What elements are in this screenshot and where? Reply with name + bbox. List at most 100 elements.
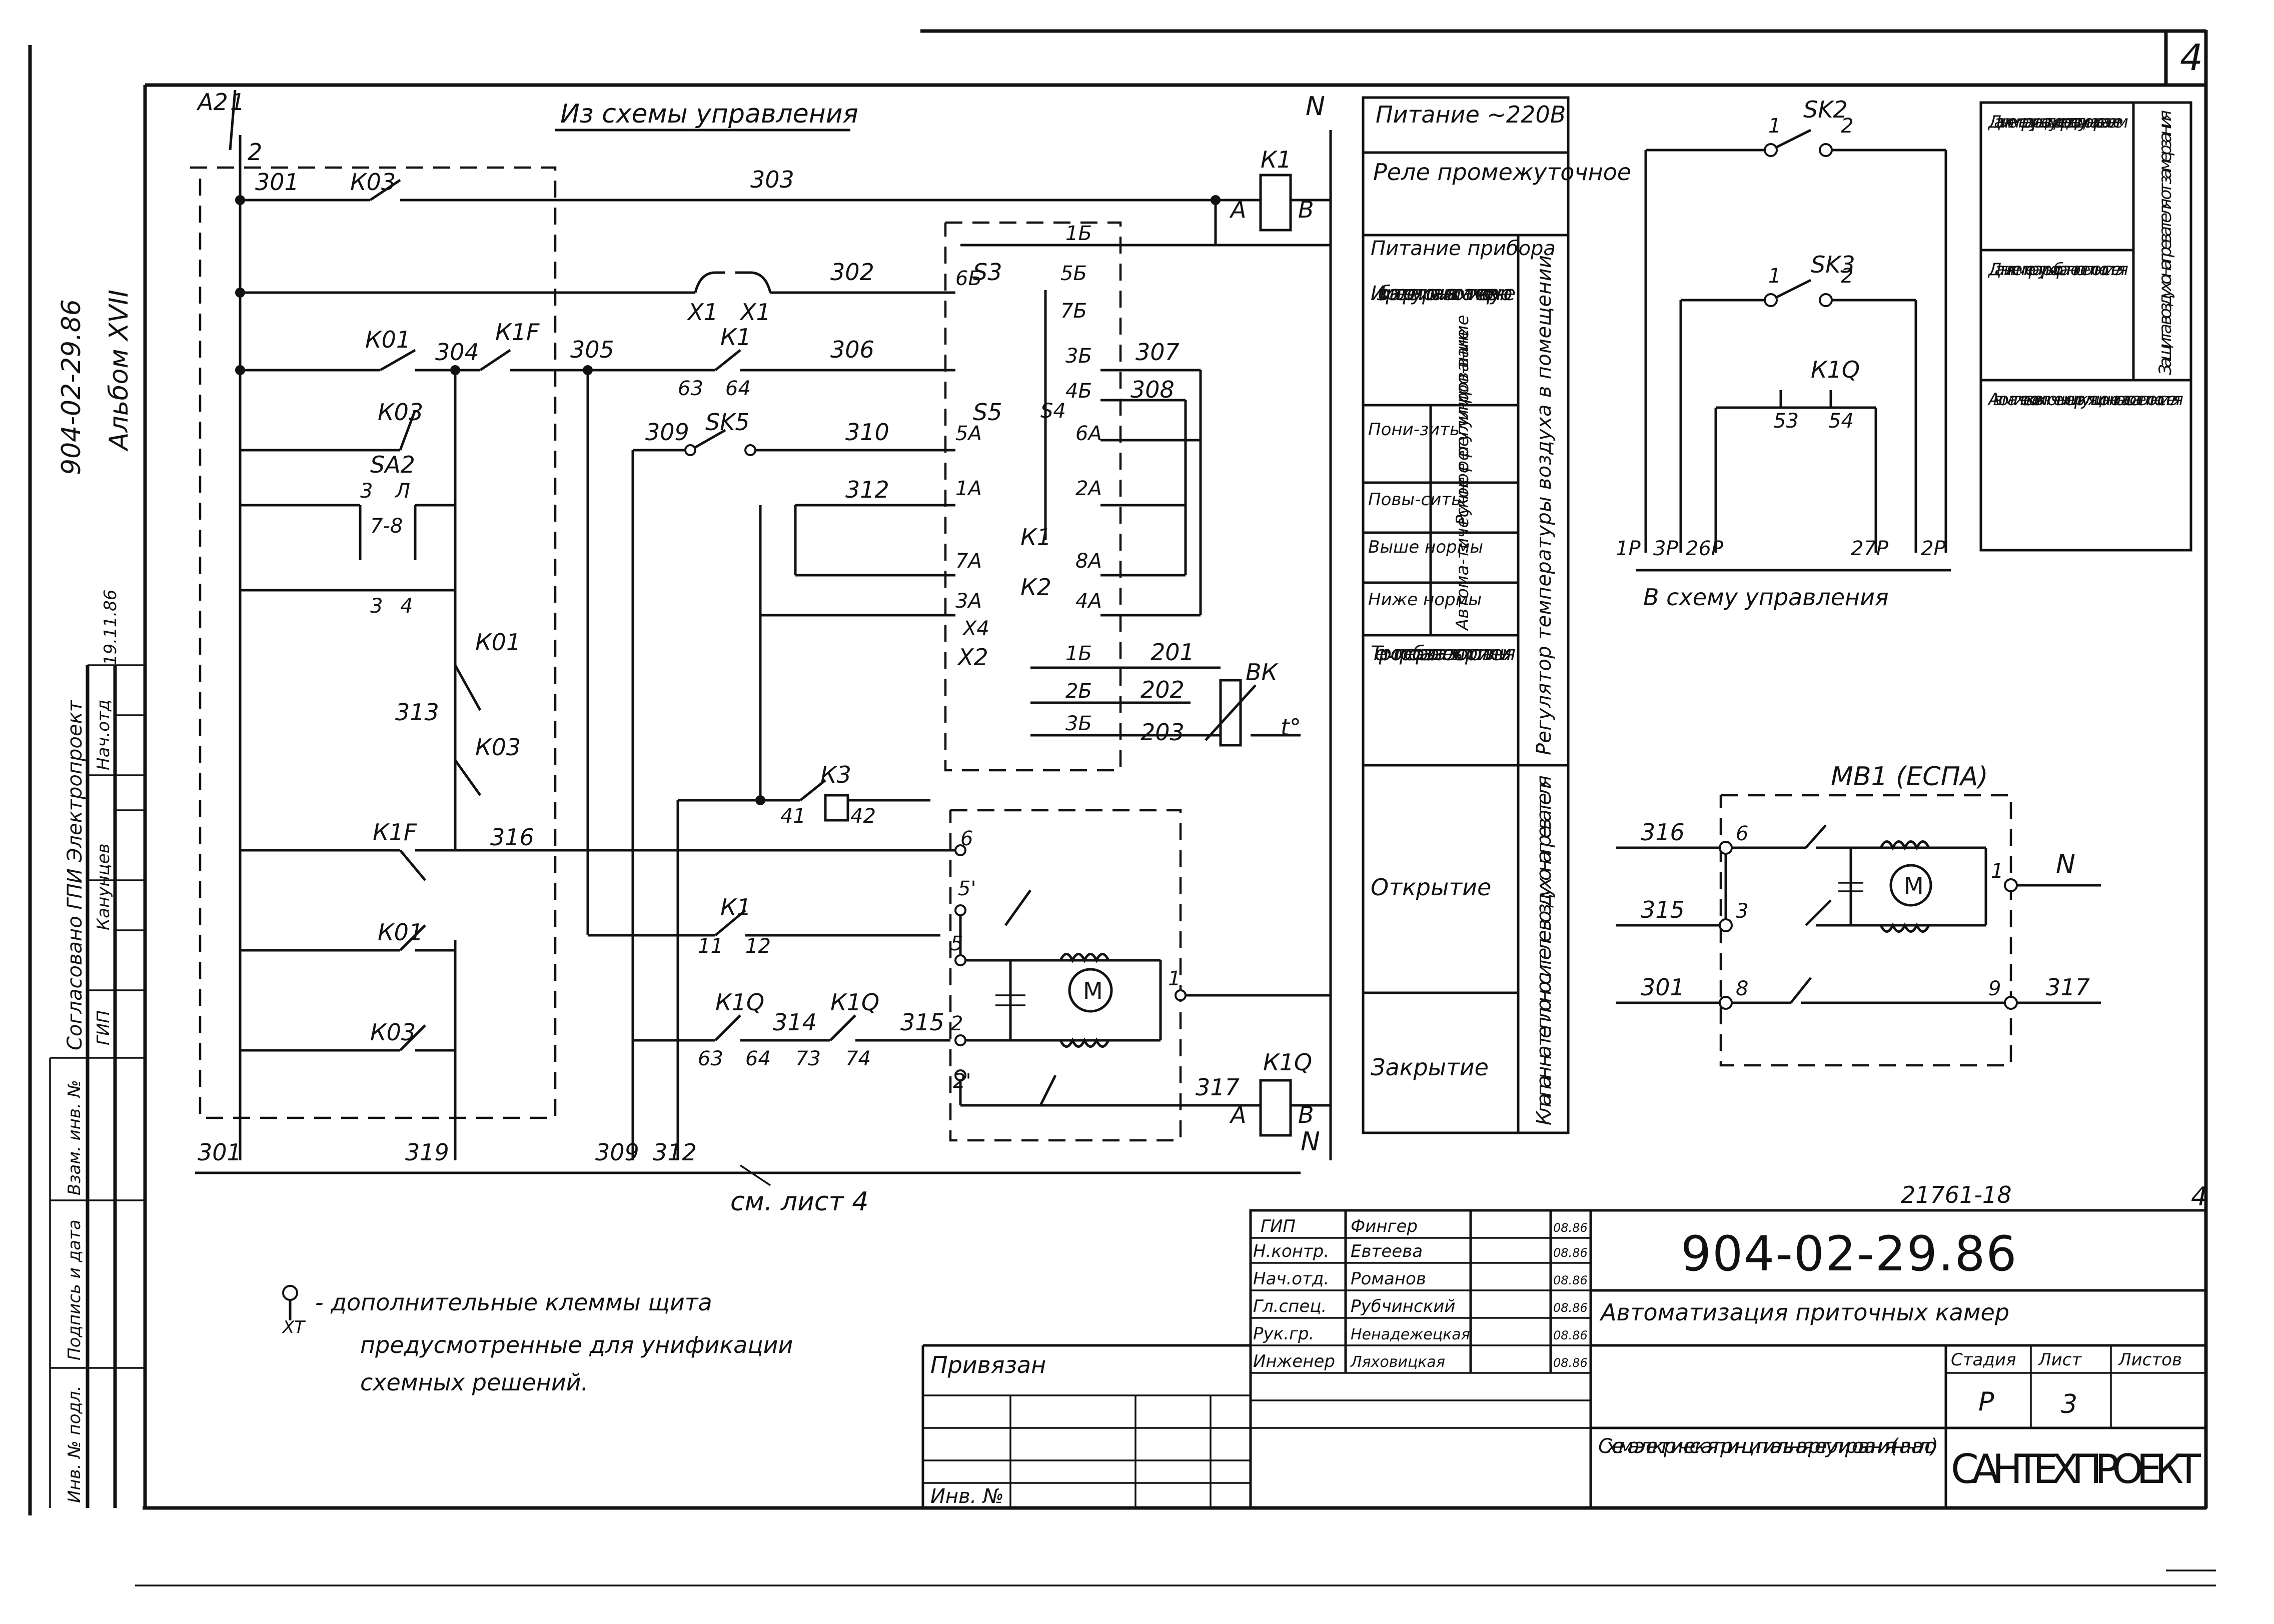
- bottom-wire-312: 312: [653, 1139, 697, 1166]
- k1-contact-7a: 7А: [955, 550, 982, 573]
- x2-contact-1b: 1Б: [1065, 642, 1092, 665]
- terminal-x4: X4: [962, 617, 989, 640]
- k1q-coil-b: B: [1298, 1101, 1314, 1128]
- bound-label: Привязан: [930, 1351, 1046, 1378]
- margin-doc-code: 904-02-29.86: [57, 299, 87, 475]
- mb1-wire-315: 315: [1641, 896, 1685, 923]
- wire-306: 306: [830, 336, 874, 363]
- bottom-reference: см. лист 4: [730, 1187, 868, 1217]
- legend-row-thermo: Термопреоб-разователь сопротивле-ния: [1371, 642, 1516, 665]
- k1q-terminal-74: 74: [845, 1047, 871, 1070]
- legend-row-raise: Повы-сить: [1368, 490, 1461, 510]
- staff-date-1: 08.86: [1553, 1221, 1588, 1235]
- contact-k1-mid: К1: [1020, 524, 1051, 551]
- staff-name-3: Романов: [1351, 1269, 1426, 1289]
- title-sheet-corner: 4: [2191, 1182, 2207, 1212]
- contact-k03-top: К03: [350, 169, 396, 196]
- mb1-wire-301: 301: [1641, 974, 1685, 1001]
- sensor-terminal-2p: 2Р: [1921, 537, 1946, 560]
- sk2-terminal-2: 2: [1841, 115, 1853, 138]
- s3-contact-7b: 7Б: [1060, 300, 1087, 323]
- organization: САНТЕХПРОЕКТ: [1951, 1446, 2201, 1492]
- wire-301: 301: [255, 169, 299, 196]
- legend-row-close: Закрытие: [1371, 1054, 1489, 1081]
- sa2-terminal-78: 7-8: [370, 515, 403, 538]
- wire-304: 304: [435, 339, 479, 366]
- margin-album: Альбом XVII: [104, 290, 134, 452]
- sk3-terminal-2: 2: [1841, 265, 1853, 288]
- mb1-terminal-8: 8: [1736, 977, 1748, 1000]
- relay-k1q: К1Q: [1263, 1049, 1312, 1076]
- motor-terminal-1: 1: [1168, 967, 1181, 990]
- wire-203: 203: [1141, 719, 1185, 746]
- k1q-coil-a: A: [1229, 1101, 1246, 1128]
- k1-contact-8a: 8А: [1075, 550, 1102, 573]
- footnote-line-2: предусмотренные для унификации: [360, 1331, 793, 1358]
- mb1-motor-symbol: М: [1904, 872, 1924, 899]
- k2-contact-4a: 4А: [1075, 590, 1102, 613]
- legend-row-below: Ниже нормы: [1368, 590, 1482, 610]
- sa2-terminal-3: 3: [360, 480, 373, 503]
- top-source-label: Из схемы управления: [560, 99, 858, 129]
- sensor-table-row-1: Датчик температуры воздуха перед воздухо…: [1987, 112, 2128, 132]
- bottom-wire-309: 309: [595, 1139, 639, 1166]
- a2-terminal-2: 2: [248, 139, 262, 166]
- sensor-terminal-26p: 26Р: [1686, 537, 1724, 560]
- x2-contact-3b: 3Б: [1065, 712, 1092, 735]
- contact-k1-top: К1: [720, 324, 751, 351]
- schematic: [190, 90, 1332, 1186]
- mb1-block: [1616, 794, 2101, 1067]
- wire-303: 303: [750, 166, 794, 193]
- k1q-terminal-53: 53: [1773, 410, 1799, 433]
- wire-310: 310: [845, 419, 889, 446]
- sheet-corner-number: 4: [2180, 37, 2203, 79]
- k1-terminal-63: 63: [678, 377, 703, 400]
- s5-contact-2a: 2А: [1075, 477, 1102, 500]
- sensor-table-row-3: Автоматическое включение циркуляционного…: [1987, 390, 2183, 410]
- footnote-symbol-sub: XT: [282, 1317, 306, 1337]
- n-label-top: N: [1306, 92, 1325, 122]
- switch-s5: S5: [973, 399, 1002, 426]
- left-margin: [49, 664, 145, 1508]
- s5-contact-6a: 6А: [1075, 422, 1102, 445]
- sensor-sk3: SK3: [1811, 251, 1855, 278]
- staff-date-6: 08.86: [1553, 1356, 1588, 1370]
- mb1-terminal-6: 6: [1736, 822, 1748, 845]
- wire-308: 308: [1130, 376, 1175, 403]
- sensor-sk2: SK2: [1803, 96, 1848, 123]
- staff-role-3: Нач.отд.: [1253, 1269, 1329, 1289]
- wire-313: 313: [395, 699, 439, 726]
- k1-terminal-12: 12: [745, 935, 771, 958]
- motor-terminal-2: 2: [950, 1012, 963, 1035]
- wire-309: 309: [645, 419, 689, 446]
- contact-k01-lower: К01: [475, 629, 521, 656]
- s3-contact-1b: 1Б: [1065, 222, 1092, 245]
- stage-value: Р: [1978, 1387, 1994, 1417]
- contact-k1f-top: К1F: [495, 319, 540, 346]
- staff-name-6: Ляховицкая: [1350, 1353, 1445, 1371]
- s3-contact-3b: 3Б: [1065, 345, 1092, 368]
- sensor-block: [1636, 101, 2192, 572]
- contact-k01-bottom: К01: [378, 919, 423, 946]
- relay-k3: К3: [820, 761, 851, 788]
- legend-row-above: Выше нормы: [1368, 537, 1483, 557]
- staff-name-5: Ненадежецкая: [1351, 1326, 1470, 1343]
- contact-k1-lower: К1: [720, 894, 751, 921]
- wire-312: 312: [845, 476, 889, 503]
- mb1-title: МВ1 (ЕСПА): [1831, 762, 1988, 792]
- a2-label: А2: [196, 89, 228, 116]
- n-label-bottom: N: [1301, 1127, 1320, 1157]
- sheet-header: Лист: [2037, 1350, 2082, 1370]
- sensor-bk: ВК: [1246, 659, 1279, 686]
- margin-approval-role: Нач.отд: [94, 700, 114, 770]
- k1-coil-b: B: [1298, 196, 1314, 223]
- sa2-terminal-4: 4: [400, 595, 413, 618]
- footnote-line-3: схемных решений.: [360, 1369, 588, 1396]
- k1q-terminal-63: 63: [698, 1047, 723, 1070]
- staff-date-3: 08.86: [1553, 1273, 1588, 1287]
- contact-k01-top: К01: [365, 326, 411, 353]
- k3-terminal-42: 42: [850, 805, 876, 828]
- terminal-x1-left: X1: [687, 299, 718, 326]
- s3-contact-s4: S4: [1040, 400, 1066, 423]
